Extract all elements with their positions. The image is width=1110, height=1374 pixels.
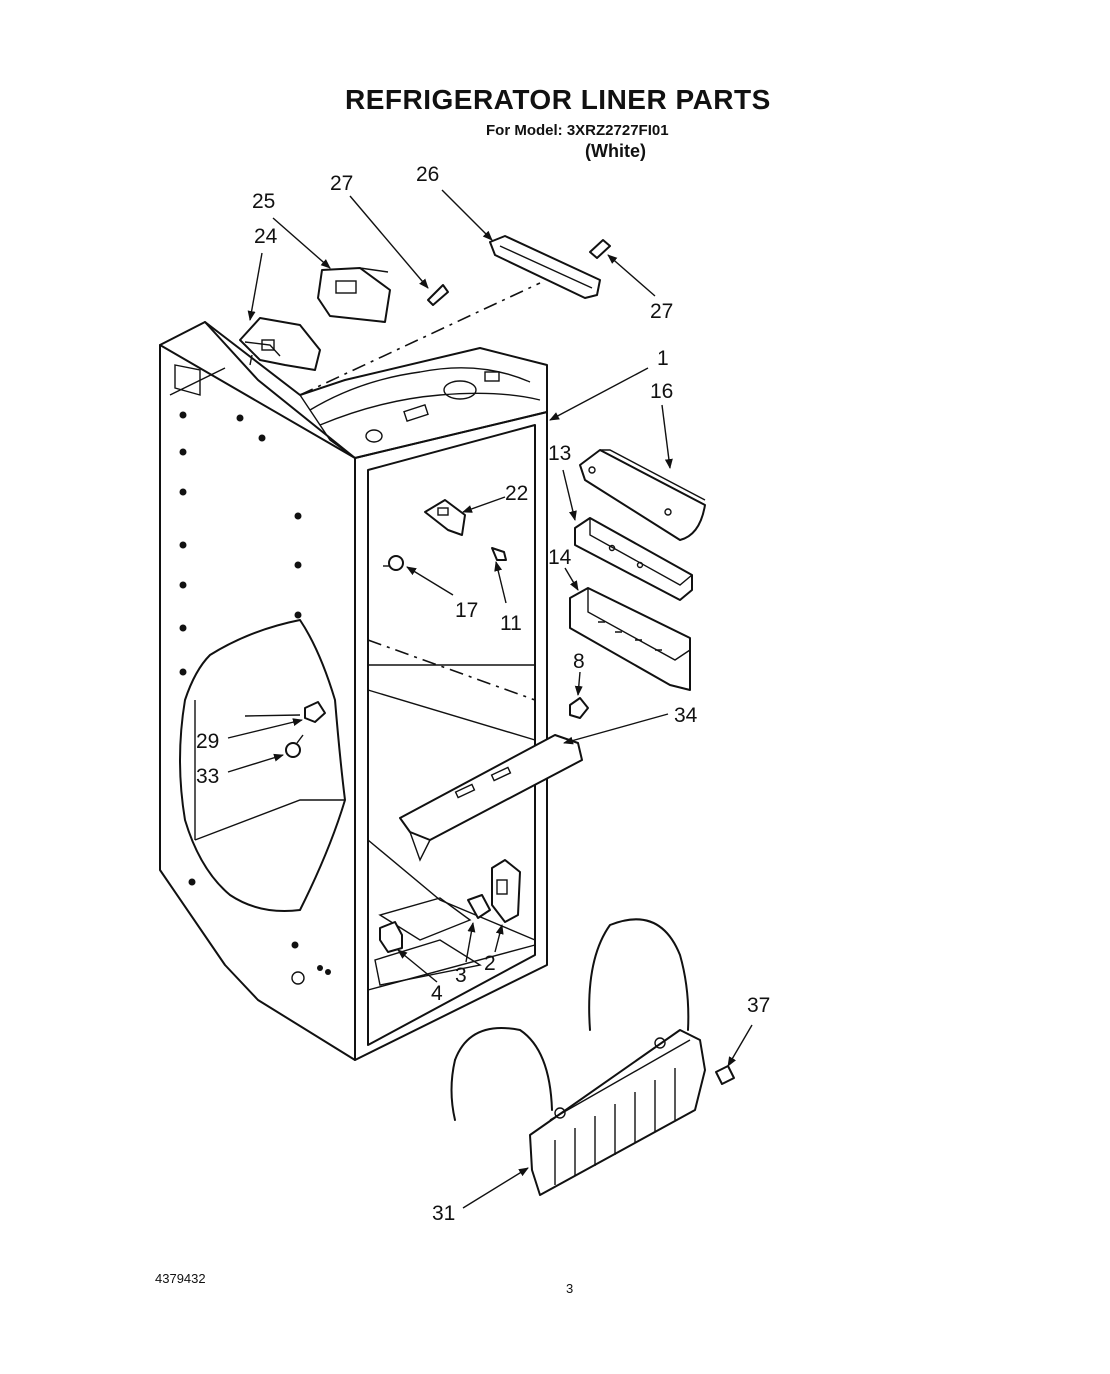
callout-34: 34 bbox=[674, 704, 698, 727]
part-31-heater bbox=[450, 918, 706, 1196]
callout-31: 31 bbox=[432, 1202, 455, 1225]
part-4-block bbox=[379, 921, 403, 953]
callout-4: 4 bbox=[431, 982, 443, 1005]
callout-29: 29 bbox=[196, 730, 219, 753]
callout-27-right: 27 bbox=[650, 300, 673, 323]
part-34-shelf-trim bbox=[399, 734, 583, 862]
callout-8: 8 bbox=[573, 650, 585, 673]
part-26-rail bbox=[489, 235, 601, 299]
callout-3: 3 bbox=[455, 964, 467, 987]
part-8-screw bbox=[569, 697, 589, 719]
callout-37: 37 bbox=[747, 994, 770, 1017]
color-variant: (White) bbox=[585, 141, 646, 161]
callout-16: 16 bbox=[650, 380, 673, 403]
callout-22: 22 bbox=[505, 482, 528, 505]
callout-17: 17 bbox=[455, 599, 478, 622]
part-25-bracket bbox=[317, 267, 391, 323]
part-29-fastener bbox=[244, 701, 326, 723]
part-37-screw bbox=[715, 1065, 735, 1085]
callout-25: 25 bbox=[252, 190, 275, 213]
callout-13: 13 bbox=[548, 442, 571, 465]
page-number: 3 bbox=[566, 1281, 574, 1296]
callout-11: 11 bbox=[500, 612, 522, 635]
part-14-housing bbox=[569, 587, 691, 691]
callout-leaders bbox=[227, 189, 753, 1209]
callout-27-upper: 27 bbox=[330, 172, 353, 195]
callout-26: 26 bbox=[416, 163, 439, 186]
callout-labels: 25 24 27 26 27 1 16 13 14 22 11 17 8 34 … bbox=[196, 163, 770, 1225]
document-number: 4379432 bbox=[155, 1271, 206, 1286]
part-24-control-housing bbox=[239, 317, 321, 371]
part-2-bracket bbox=[491, 859, 521, 923]
callout-1: 1 bbox=[657, 347, 669, 370]
liner-cabinet bbox=[159, 321, 548, 1061]
part-16-shelf-cover bbox=[579, 449, 706, 541]
callout-14: 14 bbox=[548, 546, 572, 569]
part-11-screw bbox=[491, 547, 507, 561]
part-27-screw-a bbox=[427, 284, 449, 306]
callout-24: 24 bbox=[254, 225, 278, 248]
part-3-clip bbox=[467, 894, 491, 919]
model-number: For Model: 3XRZ2727FI01 bbox=[486, 122, 669, 139]
part-17-plug bbox=[383, 555, 404, 571]
part-33-bulb bbox=[285, 734, 304, 758]
callout-2: 2 bbox=[484, 952, 496, 975]
callout-33: 33 bbox=[196, 765, 219, 788]
part-13-duct bbox=[574, 517, 693, 601]
page-title: REFRIGERATOR LINER PARTS bbox=[345, 84, 771, 115]
part-22-bracket bbox=[424, 499, 466, 536]
part-27-screw-b bbox=[589, 239, 611, 259]
